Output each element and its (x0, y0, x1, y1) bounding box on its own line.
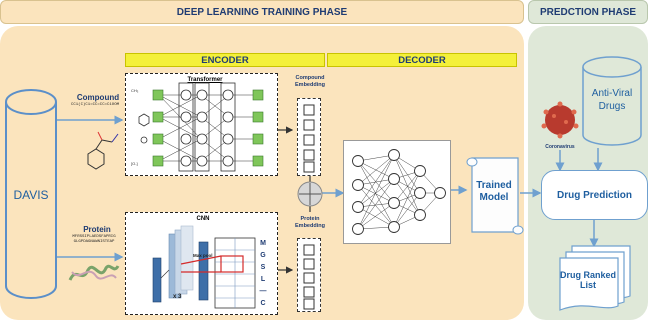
token-end: [O-] (131, 161, 138, 166)
compound-embedding-label: Compound Embedding (295, 75, 325, 88)
coronavirus-label: Coronavirus (545, 144, 575, 150)
compound-label: Compound (76, 93, 120, 102)
concatenate-node (297, 181, 323, 207)
token-start: CH₃ (131, 88, 139, 93)
anti-viral-drugs-label: Anti-Viral Drugs (591, 88, 633, 112)
letter-3: L (260, 276, 266, 283)
decoder-title: DECODER (398, 54, 446, 66)
max-pool-label: Max pool (193, 253, 213, 258)
compound-embedding-vector (297, 98, 321, 176)
training-phase-title: DEEP LEARNING TRAINING PHASE (176, 6, 348, 18)
letter-5: C (260, 300, 266, 307)
davis-label: DAVIS (13, 188, 49, 202)
cnn-label: CNN (196, 216, 210, 222)
coronavirus-icon (541, 101, 579, 139)
drug-ranked-list-stack (559, 245, 631, 311)
decoder-network-diagram (352, 149, 446, 235)
prediction-phase-title: PREDCTION PHASE (539, 6, 637, 18)
decoder-network-box (343, 140, 451, 244)
compound-smiles: CC1(C)C1=CC=CC=C1OOM (70, 103, 119, 107)
davis-database (5, 89, 57, 299)
letter-2: S (260, 264, 266, 271)
letter-4: — (259, 288, 267, 295)
prediction-phase-banner: PREDCTION PHASE (528, 0, 648, 24)
protein-embedding-vector (297, 238, 321, 312)
compound-molecule-image (87, 131, 119, 170)
trained-model-label: Trained Model (476, 180, 512, 203)
cnn-diagram (152, 225, 256, 309)
transformer-label: Transformer (187, 77, 223, 83)
anti-viral-drugs-database (582, 56, 642, 146)
drug-prediction-label: Drug Prediction (556, 189, 632, 201)
protein-embedding-label: Protein Embedding (295, 216, 325, 229)
letter-1: G (260, 252, 266, 259)
drug-prediction-box: Drug Prediction (541, 170, 648, 220)
protein-letters: M G S L — C (258, 238, 268, 310)
protein-sequence-line1: MFRSSIPLAEDSFAPRIG (72, 235, 116, 239)
protein-sequence-line2: GLGPDAGNAWNISTEAP (73, 240, 115, 244)
encoder-title: ENCODER (201, 54, 249, 66)
decoder-tab: DECODER (327, 53, 517, 67)
transformer-network-diagram (138, 82, 264, 172)
protein-structure-image (68, 264, 120, 281)
trained-model-scroll (466, 157, 524, 235)
letter-0: M (260, 240, 266, 247)
protein-label: Protein (83, 225, 111, 234)
encoder-tab: ENCODER (125, 53, 325, 67)
repeat-label: x 3 (173, 294, 182, 300)
training-phase-banner: DEEP LEARNING TRAINING PHASE (0, 0, 524, 24)
drug-ranked-list-label: Drug Ranked List (560, 270, 617, 291)
